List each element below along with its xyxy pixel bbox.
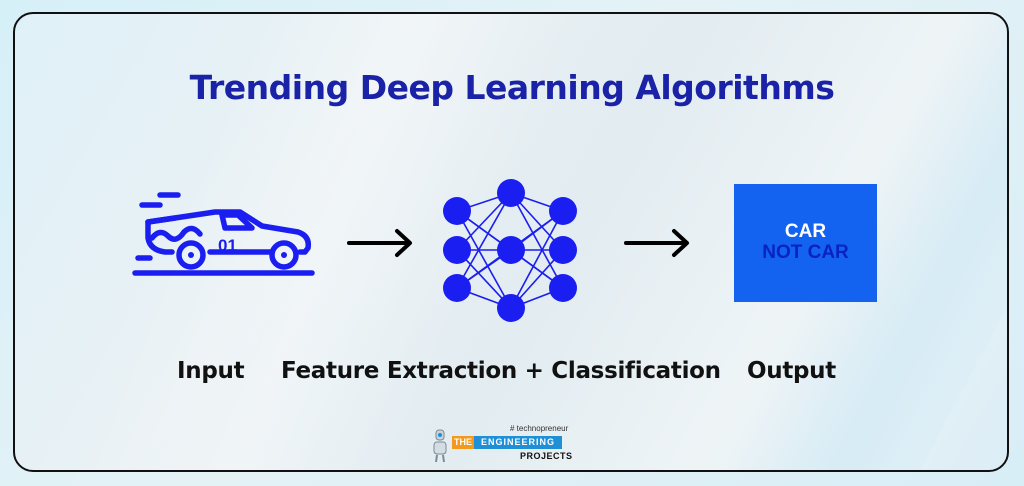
logo-engineering: ENGINEERING [474, 436, 562, 449]
process-label: Feature Extraction + Classification [281, 358, 721, 384]
neural-network-icon [443, 179, 577, 322]
diagram-title: Trending Deep Learning Algorithms [189, 68, 835, 107]
arrow-right-icon [347, 229, 412, 257]
arrow-right-icon [624, 229, 689, 257]
output-box: CAR NOT CAR [734, 184, 877, 302]
output-car-label: CAR [784, 221, 827, 242]
logo-tagline: # technopreneur [510, 424, 569, 433]
logo-projects: PROJECTS [520, 451, 573, 461]
race-car-icon [132, 192, 315, 276]
car-number: 01 [218, 236, 237, 255]
logo-the: THE [452, 436, 474, 449]
output-label: Output [747, 358, 836, 384]
robot-icon [433, 429, 447, 463]
output-not-car-label: NOT CAR [762, 242, 849, 263]
input-label: Input [177, 358, 245, 384]
brand-logo: # technopreneur THE ENGINEERING PROJECTS [428, 424, 578, 466]
